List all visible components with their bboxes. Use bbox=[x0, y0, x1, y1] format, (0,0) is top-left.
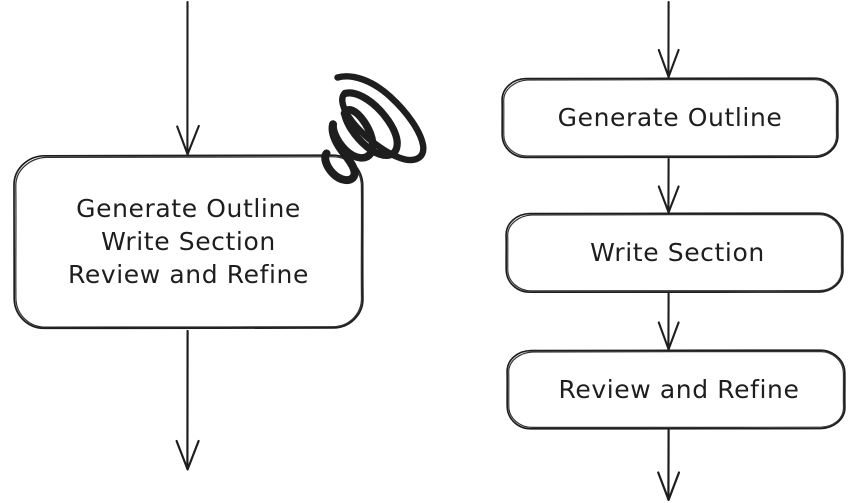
step-node-2-shape[interactable] bbox=[505, 212, 844, 294]
arrow-into-merged-node-shape bbox=[176, 0, 200, 156]
merged-node-shape[interactable] bbox=[13, 154, 364, 330]
step-node-3-shape[interactable] bbox=[506, 349, 846, 430]
arrow-out-of-step-3-shape bbox=[657, 428, 681, 501]
arrow-out-of-merged-node-shape bbox=[175, 329, 200, 471]
arrow-step-1-to-2-shape bbox=[657, 157, 680, 214]
arrow-step-2-to-3-shape bbox=[657, 292, 680, 351]
arrow-into-step-1-shape bbox=[657, 0, 680, 78]
step-node-1-shape[interactable] bbox=[501, 77, 839, 159]
scribble-annotation-shape bbox=[321, 73, 427, 185]
